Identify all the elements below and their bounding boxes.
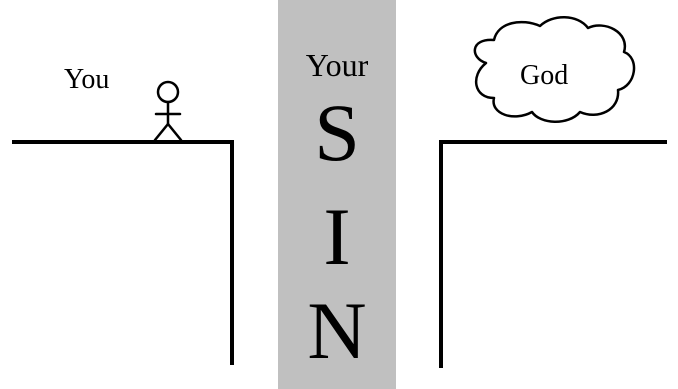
sin-letter-s: S: [278, 92, 396, 174]
stick-figure-icon: [155, 82, 181, 140]
sin-letter-n: N: [278, 290, 396, 372]
sin-letter-i: I: [278, 196, 396, 278]
god-label: God: [520, 62, 568, 90]
your-label: Your: [278, 49, 396, 81]
you-label: You: [64, 66, 109, 94]
left-cliff: [12, 142, 232, 365]
right-cliff: [441, 142, 667, 368]
